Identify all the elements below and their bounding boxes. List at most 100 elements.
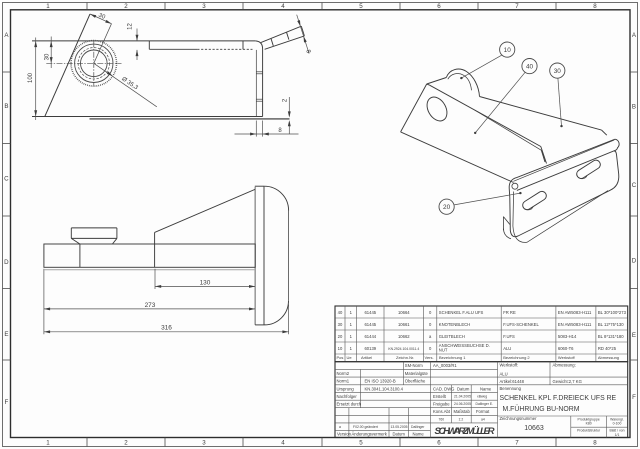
svg-text:8: 8 [278,128,282,134]
svg-text:FR RE: FR RE [503,310,516,315]
svg-text:8: 8 [593,3,597,10]
svg-text:M.FÜHRUNG BU-NORM: M.FÜHRUNG BU-NORM [503,405,580,413]
svg-text:Name: Name [413,431,425,436]
svg-text:30: 30 [338,322,343,327]
svg-text:1: 1 [350,322,353,327]
svg-text:1:2: 1:2 [459,418,464,422]
svg-text:CAD. DWG: CAD. DWG [433,386,454,391]
svg-text:C: C [4,176,9,183]
svg-text:D: D [4,259,9,266]
svg-text:ANSCHWEISSBUCHSE D.: ANSCHWEISSBUCHSE D. [439,343,490,348]
svg-text:KNOTENBLECH: KNOTENBLECH [439,322,470,327]
svg-text:xBweg: xBweg [477,395,487,399]
svg-text:2: 2 [282,98,288,102]
svg-text:5: 5 [359,3,363,10]
svg-text:10662: 10662 [398,334,410,339]
svg-text:Version: Version [337,431,352,436]
svg-text:20: 20 [338,334,343,339]
svg-text:KN.2924.104.0011.4: KN.2924.104.0011.4 [388,347,419,351]
svg-text:30: 30 [97,13,106,21]
svg-text:2: 2 [124,3,128,10]
svg-text:Benennung: Benennung [500,386,522,391]
svg-text:Werkstoff: Werkstoff [558,355,576,360]
svg-text:6: 6 [437,440,441,447]
svg-text:13.05.2005: 13.05.2005 [391,425,408,429]
svg-text:a: a [339,425,341,429]
svg-text:Datum: Datum [393,431,406,436]
svg-text:Werkstoff:: Werkstoff: [500,363,519,368]
svg-text:5: 5 [359,440,363,447]
svg-text:F.UFS-SCHENKEL: F.UFS-SCHENKEL [503,322,539,327]
svg-text:Norm2: Norm2 [337,371,350,376]
svg-text:BL 30*100*273: BL 30*100*273 [598,310,627,315]
svg-text:Dallinger E.: Dallinger E. [476,402,494,406]
svg-text:Kons.Abt: Kons.Abt [433,409,451,414]
svg-text:Pos: Pos [337,355,344,360]
svg-text:40: 40 [338,310,343,315]
svg-text:Zeichnungsnummer: Zeichnungsnummer [500,416,538,421]
svg-text:10663: 10663 [524,425,544,432]
svg-text:4: 4 [281,440,285,447]
svg-text:61445: 61445 [364,322,376,327]
svg-text:KN.3041.104.3100.4: KN.3041.104.3100.4 [365,386,404,391]
svg-text:7: 7 [515,3,519,10]
svg-text:F: F [632,394,636,401]
svg-text:BL 12*75*130: BL 12*75*130 [598,322,624,327]
svg-text:40: 40 [526,63,534,70]
svg-text:E: E [4,331,8,338]
svg-text:12: 12 [128,23,134,30]
svg-text:Oberfläche: Oberfläche [405,379,426,384]
svg-text:Freigabe: Freigabe [433,402,450,407]
svg-text:SCHENKEL F.ALU UFS: SCHENKEL F.ALU UFS [439,310,484,315]
svg-text:ALU: ALU [500,371,508,376]
svg-text:100: 100 [28,72,34,83]
svg-text:B: B [4,103,8,110]
svg-text:316: 316 [161,325,172,332]
svg-text:0: 0 [429,310,432,315]
svg-text:Ursprung: Ursprung [337,386,355,391]
svg-text:A: A [4,32,9,39]
svg-text:EN AW5083-H111: EN AW5083-H111 [558,310,592,315]
svg-text:SCHWARZMÜLLER: SCHWARZMÜLLER [435,426,495,437]
svg-text:10: 10 [504,47,512,54]
svg-text:Zeichn.Nr.: Zeichn.Nr. [396,355,414,360]
svg-text:Materialgüte: Materialgüte [405,371,429,376]
svg-text:RD 40*25: RD 40*25 [598,346,617,351]
svg-text:F02.00 geändert: F02.00 geändert [353,425,378,429]
svg-text:6: 6 [437,3,441,10]
svg-text:30: 30 [554,68,562,75]
svg-text:Bezeichnung 2: Bezeichnung 2 [503,355,530,360]
svg-text:21.04.2005: 21.04.2005 [454,395,471,399]
svg-text:Nachfolger: Nachfolger [337,394,358,399]
svg-text:Ersetzt durch: Ersetzt durch [337,402,362,407]
svg-text:ALU: ALU [503,346,511,351]
svg-text:Dallinger: Dallinger [411,425,425,429]
svg-text:10: 10 [338,346,343,351]
svg-text:C: C [632,182,637,189]
svg-text:Datum: Datum [457,386,470,391]
svg-text:1: 1 [46,440,50,447]
svg-text:F: F [5,399,9,406]
svg-text:Vers.: Vers. [425,355,434,360]
svg-text:1/1: 1/1 [615,433,620,437]
svg-text:Warengr.: Warengr. [610,417,624,421]
svg-text:273: 273 [145,302,156,309]
svg-text:Bezeichnung 1: Bezeichnung 1 [439,355,466,360]
svg-text:760: 760 [439,418,445,422]
svg-text:Produktstruktur: Produktstruktur [577,428,601,432]
svg-text:10661: 10661 [398,322,410,327]
svg-text:24.06.2005: 24.06.2005 [454,402,471,406]
svg-text:AA_0003/R1: AA_0003/R1 [433,363,457,368]
svg-text:E: E [632,332,636,339]
svg-text:130: 130 [200,279,211,286]
svg-text:3: 3 [202,3,206,10]
svg-text:5083-H14: 5083-H14 [558,334,577,339]
svg-text:0: 0 [429,322,432,327]
svg-text:1: 1 [350,334,353,339]
svg-text:SCHENKEL KPL F.DREIECK UFS RE: SCHENKEL KPL F.DREIECK UFS RE [500,395,617,402]
svg-text:Abmessung: Abmessung [598,355,619,360]
svg-text:K80: K80 [586,422,592,426]
svg-text:7: 7 [515,440,519,447]
svg-text:EN ISO 13920-B: EN ISO 13920-B [365,379,396,384]
svg-text:F.UFS: F.UFS [503,334,515,339]
